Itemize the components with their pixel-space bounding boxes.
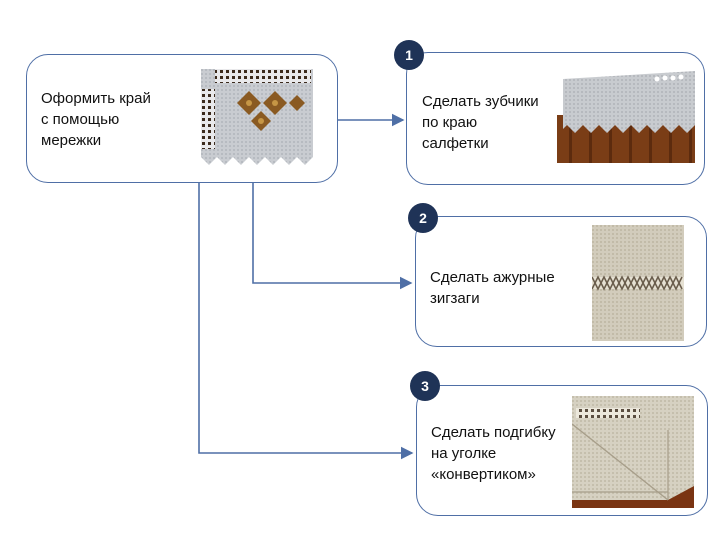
zigzag-edge-photo bbox=[557, 71, 695, 163]
step-2-text: Сделать ажурные зигзаги bbox=[430, 269, 555, 307]
step-3-text: Сделать подгибку на уголке «конвертиком» bbox=[431, 424, 556, 483]
step-1-badge: 1 bbox=[394, 40, 424, 70]
step-2-badge: 2 bbox=[408, 203, 438, 233]
step-3-badge: 3 bbox=[410, 371, 440, 401]
arrow-to-step-3 bbox=[198, 183, 414, 460]
lace-edge-photo bbox=[201, 69, 313, 167]
envelope-corner-photo bbox=[572, 396, 694, 508]
step-1-box: Сделать зубчики по краю салфетки bbox=[406, 52, 705, 185]
openwork-zigzag-photo bbox=[592, 225, 684, 341]
arrow-to-step-2 bbox=[252, 183, 413, 290]
main-box: Оформить край с помощью мережки bbox=[26, 54, 338, 183]
step-1-text: Сделать зубчики по краю салфетки bbox=[422, 93, 539, 152]
step-2-box: Сделать ажурные зигзаги bbox=[415, 216, 707, 347]
main-box-text: Оформить край с помощью мережки bbox=[41, 90, 151, 149]
step-3-box: Сделать подгибку на уголке «конвертиком» bbox=[416, 385, 708, 516]
